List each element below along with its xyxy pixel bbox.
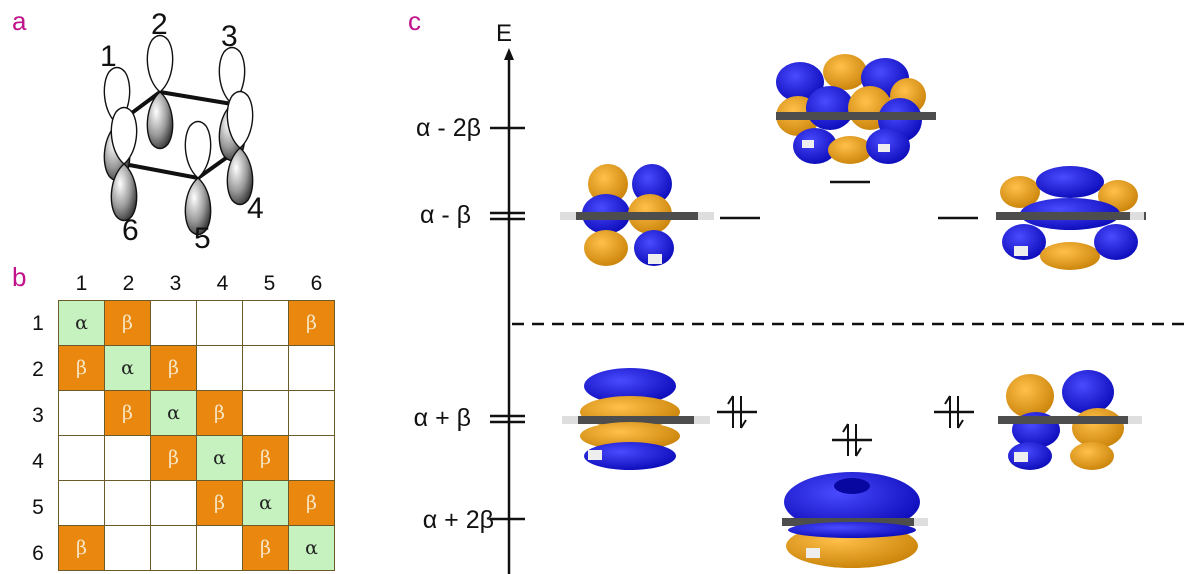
matrix-cell: β	[58, 525, 105, 571]
electron-pair-homo-right	[944, 395, 964, 429]
matrix-cell	[196, 525, 243, 571]
molecular-orbital-homo-left	[562, 368, 710, 470]
matrix-cell: α	[196, 435, 243, 481]
matrix-cell	[58, 390, 105, 436]
orbital-number-2: 2	[151, 8, 168, 41]
orbital-number-4: 4	[247, 192, 264, 225]
energy-level-label: α + 2β	[422, 506, 494, 534]
matrix-cell: α	[150, 390, 197, 436]
p-orbital-2-upper-lobe	[146, 34, 174, 93]
matrix-cell: β	[196, 390, 243, 436]
matrix-cell	[104, 435, 151, 481]
energy-level-label: α - β	[419, 201, 471, 229]
matrix-row-header: 1	[32, 312, 44, 335]
orbital-number-5: 5	[194, 222, 211, 255]
matrix-cell: β	[150, 435, 197, 481]
electron-pair-homo-left	[727, 395, 747, 429]
matrix-col-header: 4	[216, 272, 229, 295]
matrix-cell: α	[58, 300, 105, 346]
matrix-cell: α	[288, 525, 335, 571]
matrix-cell	[288, 435, 335, 481]
matrix-cell: β	[196, 480, 243, 526]
matrix-cell	[196, 300, 243, 346]
matrix-cell: β	[242, 525, 289, 571]
matrix-cell	[288, 345, 335, 391]
matrix-cell: α	[242, 480, 289, 526]
matrix-cell	[58, 480, 105, 526]
orbital-number-3: 3	[221, 20, 238, 53]
molecular-orbital-top	[776, 54, 936, 164]
orbital-number-6: 6	[122, 214, 139, 247]
matrix-col-header: 2	[122, 272, 135, 295]
matrix-cell	[150, 480, 197, 526]
energy-level-label: α + β	[413, 404, 471, 432]
electron-pair-bonding-bottom	[842, 423, 862, 457]
matrix-col-header: 1	[75, 272, 88, 295]
matrix-cell	[104, 480, 151, 526]
panel-label-c: c	[408, 6, 421, 36]
matrix-cell: β	[288, 300, 335, 346]
matrix-col-header: 5	[263, 272, 276, 295]
matrix-cell	[150, 525, 197, 571]
matrix-cell	[58, 435, 105, 481]
matrix-cell	[242, 390, 289, 436]
matrix-cell: β	[104, 300, 151, 346]
matrix-cell	[150, 300, 197, 346]
energy-axis-label: E	[496, 20, 513, 47]
matrix-row-header: 6	[32, 542, 44, 565]
matrix-col-header: 6	[310, 272, 323, 295]
matrix-cell: β	[58, 345, 105, 391]
matrix-cell: β	[242, 435, 289, 481]
matrix-col-header: 3	[169, 272, 182, 295]
energy-level-label: α - 2β	[416, 114, 481, 142]
matrix-cell	[242, 300, 289, 346]
matrix-cell: α	[104, 345, 151, 391]
matrix-cell: β	[150, 345, 197, 391]
matrix-cell	[196, 345, 243, 391]
energy-axis	[490, 48, 525, 574]
molecular-orbital-homo-right	[998, 370, 1142, 470]
benzene-p-orbitals	[103, 34, 254, 236]
matrix-row-header: 5	[32, 496, 44, 519]
panel-label-a: a	[12, 6, 27, 36]
matrix-row-header: 4	[32, 450, 44, 473]
molecular-orbital-bonding-bottom	[782, 472, 928, 568]
matrix-row-header: 3	[32, 404, 44, 427]
matrix-cell: β	[104, 390, 151, 436]
panel-label-b: b	[12, 262, 27, 292]
matrix-cell	[288, 390, 335, 436]
matrix-cell: β	[288, 480, 335, 526]
orbital-number-1: 1	[100, 40, 117, 73]
matrix-cell	[104, 525, 151, 571]
matrix-row-header: 2	[32, 358, 44, 381]
molecular-orbital-lumo-right	[996, 166, 1146, 270]
molecular-orbital-lumo-left	[560, 164, 714, 266]
matrix-cell	[242, 345, 289, 391]
